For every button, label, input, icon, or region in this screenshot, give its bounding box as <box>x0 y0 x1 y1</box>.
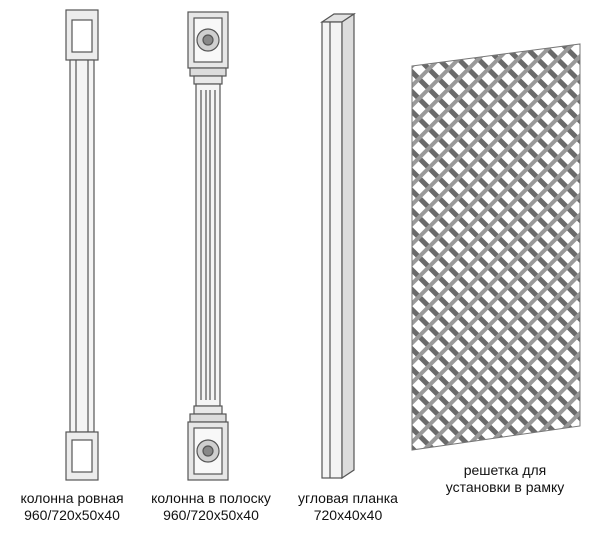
caption-lattice-panel-name: решетка для <box>463 462 547 478</box>
caption-plain-column-size: 960/720х50х40 <box>24 507 120 523</box>
caption-lattice-panel: решетка для установки в рамку <box>430 462 580 496</box>
caption-lattice-panel-size: установки в рамку <box>445 479 565 495</box>
plain-column-drawing <box>65 9 99 481</box>
caption-fluted-column-name: колонна в полоску <box>151 490 271 506</box>
caption-plain-column-name: колонна ровная <box>20 490 124 506</box>
caption-corner-strip-name: угловая планка <box>298 490 398 506</box>
corner-strip-drawing <box>320 12 356 480</box>
caption-corner-strip-size: 720х40х40 <box>313 507 383 523</box>
caption-fluted-column-size: 960/720х50х40 <box>163 507 259 523</box>
caption-fluted-column: колонна в полоску 960/720х50х40 <box>138 490 284 524</box>
lattice-panel-drawing <box>411 43 581 451</box>
fluted-column-drawing <box>187 11 229 481</box>
caption-corner-strip: угловая планка 720х40х40 <box>288 490 408 524</box>
caption-plain-column: колонна ровная 960/720х50х40 <box>10 490 134 524</box>
